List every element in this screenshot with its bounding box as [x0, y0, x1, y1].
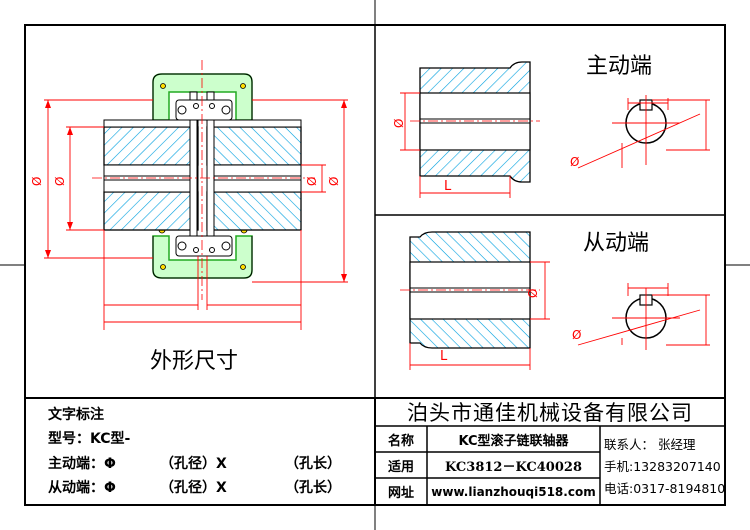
- row-label-website: 网址: [387, 486, 414, 501]
- contact-mobile: 手机:13283207140: [604, 459, 721, 474]
- diameter-mark-1: Ø: [53, 177, 67, 186]
- row-label-range: 适用: [387, 459, 414, 475]
- contact-person: 联系人： 张经理: [604, 437, 696, 452]
- company-name: 泊头市通佳机械设备有限公司: [407, 401, 693, 425]
- left-hub: [103, 119, 199, 231]
- right-hub: [206, 119, 302, 231]
- row-label-name: 名称: [387, 433, 414, 449]
- diameter-mark-3: Ø: [327, 177, 341, 186]
- drive-end-caption: 主动端: [586, 54, 653, 79]
- spec-driven-length: （孔长）: [285, 480, 341, 496]
- row-value-range: KC3812－KC40028: [444, 459, 582, 475]
- diameter-mark-2: Ø: [305, 177, 319, 186]
- spec-driven-bore: （孔径）X: [160, 480, 227, 496]
- row-value-name: KC型滚子链联轴器: [458, 433, 569, 449]
- diameter-mark-0: Ø: [30, 177, 44, 186]
- outline-view-caption: 外形尺寸: [150, 349, 239, 374]
- drive-end-view: Ø L Ø: [392, 61, 710, 198]
- title-block-grid: [25, 397, 725, 505]
- outline-diameter-marks: Ø Ø Ø Ø: [30, 177, 341, 186]
- driven-length-mark: L: [440, 349, 448, 364]
- spec-heading: 文字标注: [48, 407, 104, 423]
- spec-drive-length: （孔长）: [285, 456, 341, 472]
- row-value-website[interactable]: www.lianzhouqi518.com: [431, 484, 596, 499]
- driven-shaft-diameter-mark: Ø: [572, 328, 581, 342]
- drive-bore-diameter-mark: Ø: [392, 119, 406, 128]
- driven-end-view: Ø L Ø: [400, 231, 710, 370]
- spec-model: 型号：KC型-: [48, 431, 131, 447]
- drive-shaft-diameter-mark: Ø: [570, 155, 579, 169]
- drive-length-mark: L: [444, 179, 452, 194]
- spec-drive-bore: （孔径）X: [160, 456, 227, 472]
- outline-view: Ø Ø Ø Ø: [30, 60, 348, 330]
- spec-drive-label: 主动端：Φ: [48, 456, 116, 472]
- spec-driven-label: 从动端：Φ: [48, 480, 116, 496]
- contact-phone: 电话:0317-8194810: [604, 481, 726, 496]
- driven-end-caption: 从动端: [583, 231, 650, 256]
- driven-bore-diameter-mark: Ø: [526, 289, 540, 298]
